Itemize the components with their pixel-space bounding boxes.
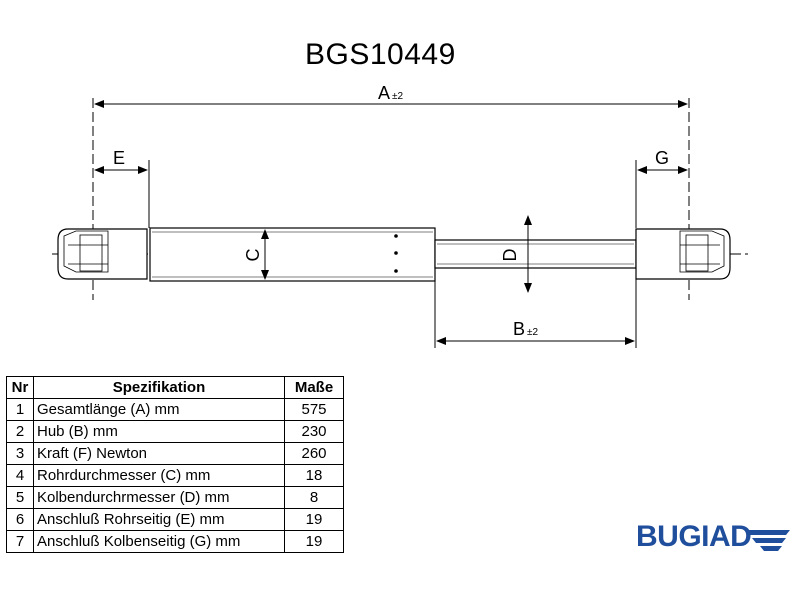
dim-c-label: C (243, 249, 263, 262)
piston-rod (434, 239, 637, 269)
row-spec: Anschluß Kolbenseitig (G) mm (33, 530, 285, 553)
row-nr: 3 (6, 442, 34, 465)
right-end-fitting (635, 228, 731, 280)
row-spec: Rohrdurchmesser (C) mm (33, 464, 285, 487)
dim-b-label: B (513, 319, 525, 339)
logo-swoosh-icon (744, 530, 790, 551)
specification-table: Nr Spezifikation Maße 1 Gesamtlänge (A) … (6, 376, 344, 553)
table-row: 5 Kolbendurchrmesser (D) mm 8 (6, 486, 344, 509)
row-value: 19 (284, 508, 344, 531)
row-nr: 5 (6, 486, 34, 509)
row-spec: Kraft (F) Newton (33, 442, 285, 465)
row-spec: Kolbendurchrmesser (D) mm (33, 486, 285, 509)
row-spec: Gesamtlänge (A) mm (33, 398, 285, 421)
table-row: 2 Hub (B) mm 230 (6, 420, 344, 443)
row-value: 8 (284, 486, 344, 509)
table-row: 3 Kraft (F) Newton 260 (6, 442, 344, 465)
table-row: 1 Gesamtlänge (A) mm 575 (6, 398, 344, 421)
row-spec: Hub (B) mm (33, 420, 285, 443)
row-value: 260 (284, 442, 344, 465)
row-value: 575 (284, 398, 344, 421)
row-value: 18 (284, 464, 344, 487)
table-header-row: Nr Spezifikation Maße (6, 376, 344, 399)
dim-e-label: E (113, 148, 125, 168)
row-value: 19 (284, 530, 344, 553)
dim-a-tolerance: ±2 (392, 91, 403, 102)
row-nr: 4 (6, 464, 34, 487)
bugiad-logo: BUGIAD (636, 520, 752, 553)
part-number-title: BGS10449 (305, 38, 456, 71)
dim-a-label: A (378, 83, 390, 103)
header-spezifikation: Spezifikation (33, 376, 285, 399)
dim-b-tolerance: ±2 (527, 327, 538, 338)
header-masse: Maße (284, 376, 344, 399)
row-nr: 1 (6, 398, 34, 421)
left-end-fitting (57, 228, 148, 280)
header-nr: Nr (6, 376, 34, 399)
row-spec: Anschluß Rohrseitig (E) mm (33, 508, 285, 531)
row-nr: 7 (6, 530, 34, 553)
dim-d-label: D (500, 249, 520, 262)
table-row: 7 Anschluß Kolbenseitig (G) mm 19 (6, 530, 344, 553)
gas-spring-drawing: A ±2 E G B ±2 C D (52, 83, 752, 348)
cylinder-tube (149, 227, 436, 282)
row-value: 230 (284, 420, 344, 443)
row-nr: 2 (6, 420, 34, 443)
dim-g-label: G (655, 148, 669, 168)
table-row: 4 Rohrdurchmesser (C) mm 18 (6, 464, 344, 487)
row-nr: 6 (6, 508, 34, 531)
table-row: 6 Anschluß Rohrseitig (E) mm 19 (6, 508, 344, 531)
